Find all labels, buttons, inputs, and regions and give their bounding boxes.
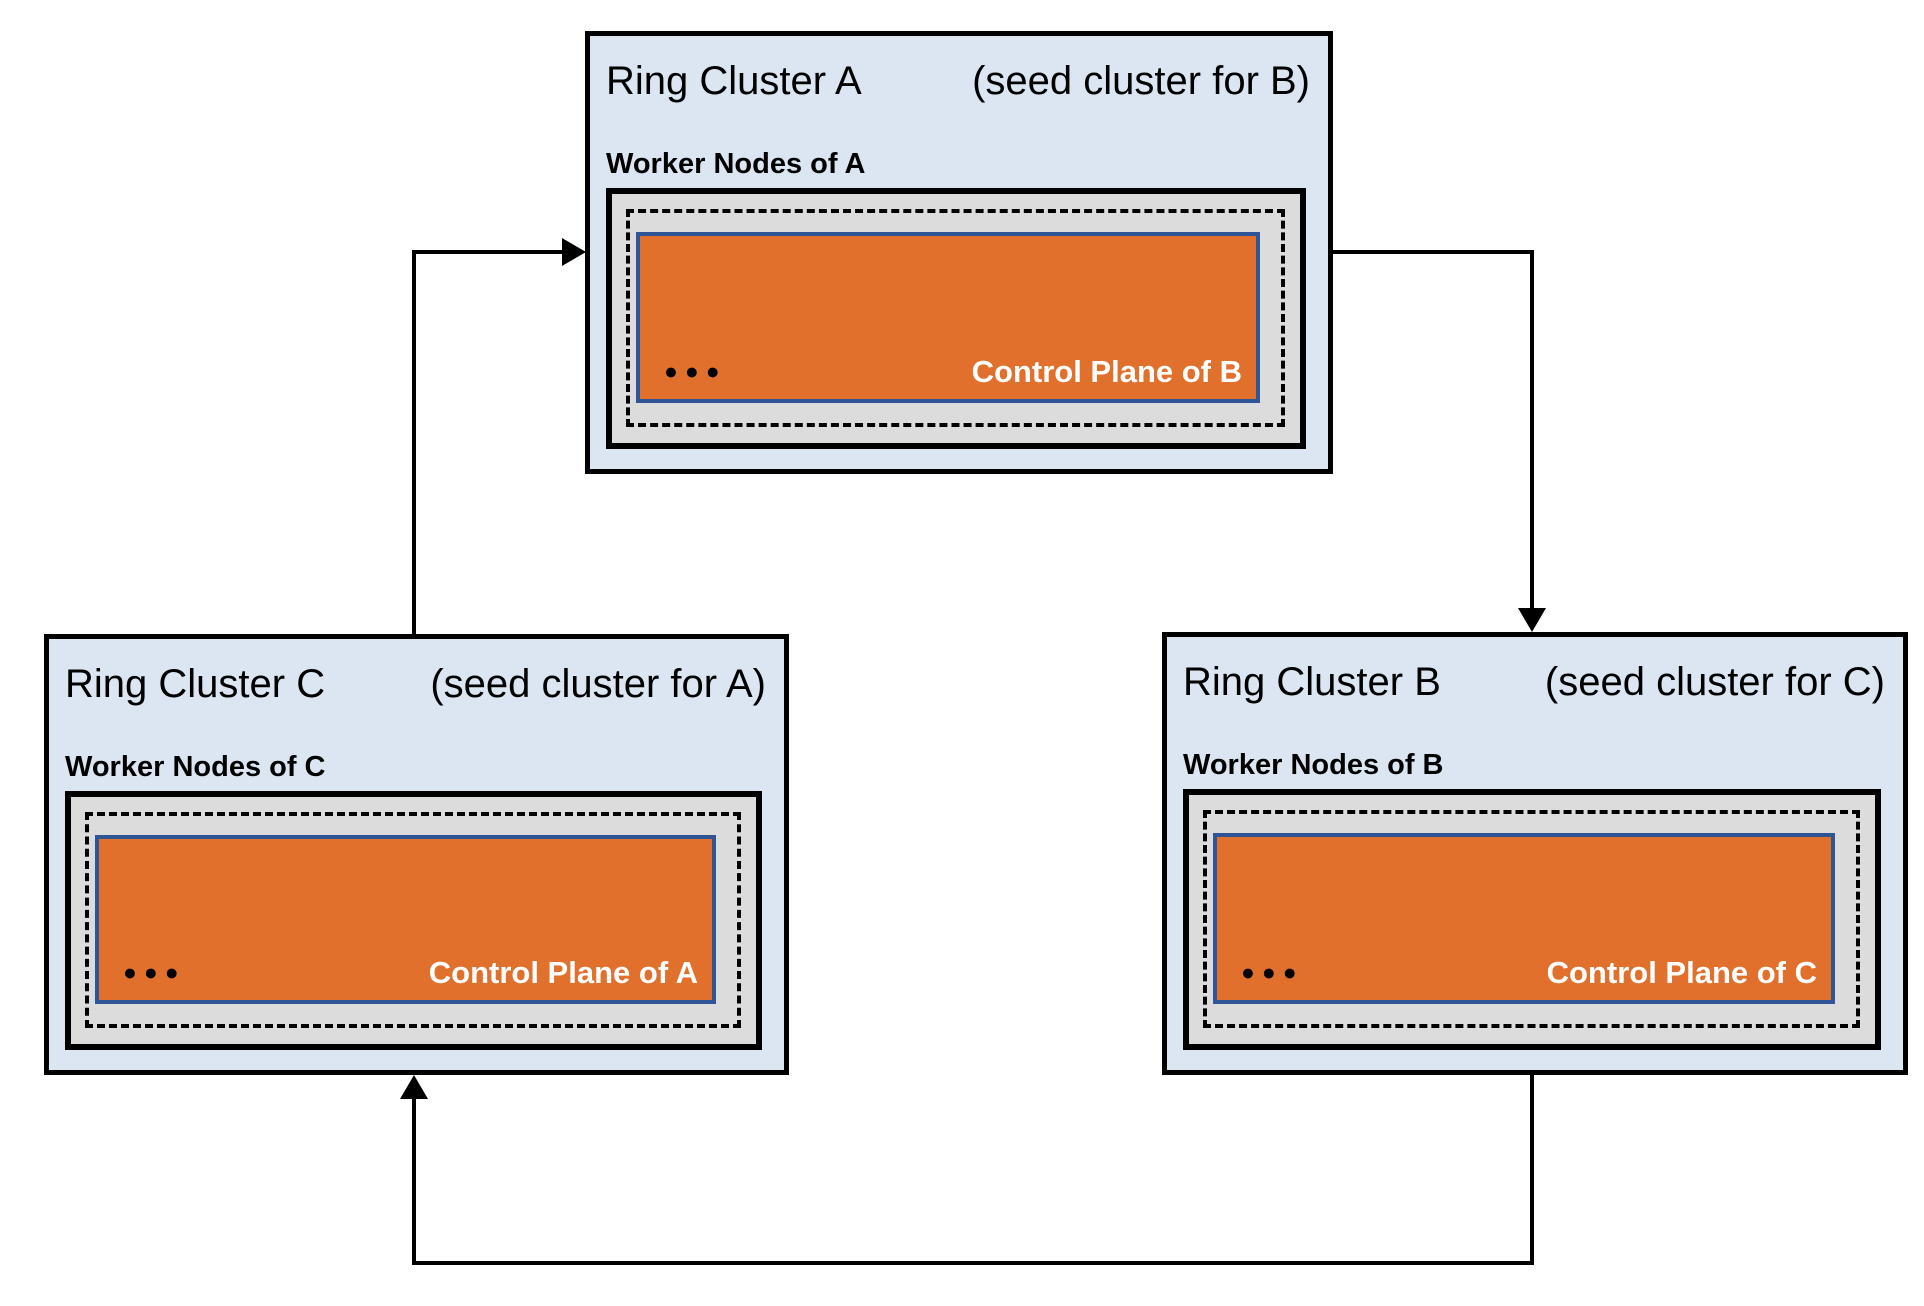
ellipsis-dots: ●●● (1241, 959, 1304, 985)
cluster-b-seed-note: (seed cluster for C) (1544, 660, 1885, 704)
edge-b-to-c-right-vertical-segment (1530, 1072, 1534, 1265)
ellipsis-dots: ●●● (123, 959, 186, 985)
cluster-a-title: Ring Cluster A (606, 59, 862, 103)
cluster-c-title-row: Ring Cluster C (seed cluster for A) (65, 661, 766, 707)
cluster-b-worker-nodes-label: Worker Nodes of B (1183, 749, 1444, 781)
cluster-c-control-plane-label: Control Plane of A (428, 955, 698, 990)
cluster-a-worker-nodes-box: ●●● Control Plane of B (606, 188, 1306, 449)
cluster-a-dashed-border: ●●● Control Plane of B (626, 209, 1285, 427)
cluster-b-control-plane-label: Control Plane of C (1546, 955, 1817, 990)
edge-c-to-a-vertical-segment (412, 252, 416, 636)
cluster-b: Ring Cluster B (seed cluster for C) Work… (1162, 632, 1908, 1075)
cluster-a-worker-nodes-label: Worker Nodes of A (606, 148, 866, 180)
cluster-c-dashed-border: ●●● Control Plane of A (85, 812, 741, 1028)
ellipsis-dots: ●●● (664, 358, 727, 384)
cluster-a-control-plane-label: Control Plane of B (971, 354, 1242, 389)
edge-b-to-c-bottom-horizontal-segment (412, 1261, 1534, 1265)
cluster-a-title-row: Ring Cluster A (seed cluster for B) (606, 58, 1310, 104)
arrowhead-into-cluster-b (1518, 608, 1546, 632)
cluster-b-worker-nodes-box: ●●● Control Plane of C (1183, 789, 1881, 1050)
arrowhead-into-cluster-c (400, 1075, 428, 1099)
cluster-b-title-row: Ring Cluster B (seed cluster for C) (1183, 659, 1885, 705)
edge-b-to-c-left-vertical-segment (412, 1099, 416, 1265)
cluster-c: Ring Cluster C (seed cluster for A) Work… (44, 634, 789, 1075)
cluster-b-dashed-border: ●●● Control Plane of C (1203, 810, 1860, 1028)
cluster-c-title: Ring Cluster C (65, 662, 326, 706)
cluster-b-control-plane-box: ●●● Control Plane of C (1213, 833, 1835, 1004)
cluster-c-control-plane-box: ●●● Control Plane of A (95, 835, 716, 1004)
cluster-a: Ring Cluster A (seed cluster for B) Work… (585, 31, 1333, 474)
cluster-c-worker-nodes-label: Worker Nodes of C (65, 751, 326, 783)
arrowhead-into-cluster-a (562, 238, 586, 266)
cluster-b-title: Ring Cluster B (1183, 660, 1441, 704)
cluster-a-control-plane-box: ●●● Control Plane of B (636, 232, 1260, 403)
cluster-c-worker-nodes-box: ●●● Control Plane of A (65, 791, 762, 1050)
edge-a-to-b-vertical-segment (1530, 250, 1534, 610)
edge-c-to-a-horizontal-segment (412, 250, 564, 254)
edge-a-to-b-horizontal-segment (1331, 250, 1532, 254)
cluster-c-seed-note: (seed cluster for A) (430, 662, 766, 706)
cluster-a-seed-note: (seed cluster for B) (972, 59, 1310, 103)
